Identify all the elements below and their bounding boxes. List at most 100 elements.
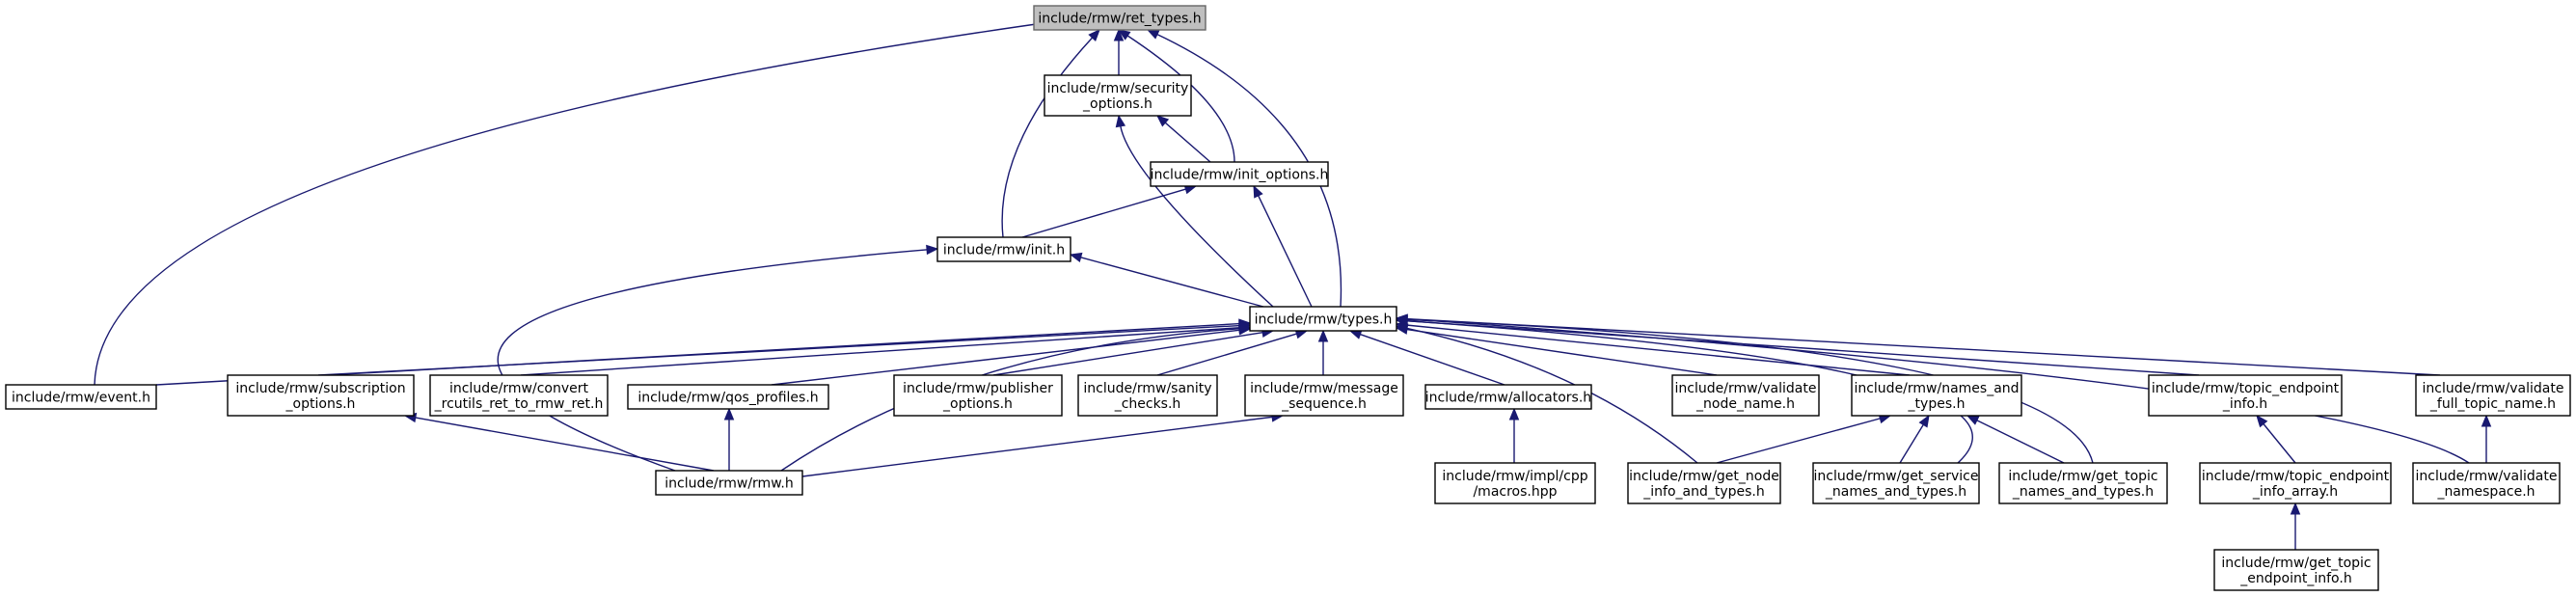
- edge-impl_cpp_macros-to-allocators: [1508, 407, 1520, 463]
- node-box: [1077, 374, 1218, 417]
- edge-line: [1975, 419, 2065, 464]
- edge-line: [780, 327, 1241, 472]
- node-label: include/rmw/qos_profiles.h: [637, 391, 818, 406]
- edge-line: [520, 326, 1241, 376]
- edge-arrowhead: [1317, 329, 1329, 342]
- node-sanity-checks[interactable]: include/rmw/sanity_checks.h: [1077, 374, 1218, 417]
- node-label: include/rmw/get_topic: [2008, 469, 2157, 484]
- node-box: [1851, 374, 2022, 417]
- node-box: [936, 236, 1071, 262]
- node-publisher-options[interactable]: include/rmw/publisher_options.h: [893, 374, 1063, 417]
- node-label: include/rmw/validate: [1675, 381, 1817, 396]
- edge-line: [801, 416, 1274, 477]
- node-label: _info.h: [2222, 396, 2267, 412]
- node-label: include/rmw/init_options.h: [1151, 168, 1329, 183]
- node-get-node-info-and-types[interactable]: include/rmw/get_node_info_and_types.h: [1627, 462, 1781, 504]
- node-label: include/rmw/convert: [449, 381, 589, 396]
- edge-sanity_checks-to-types: [1156, 329, 1309, 376]
- edge-line: [771, 329, 1241, 386]
- edge-init-to-init_options: [1021, 184, 1198, 238]
- edge-line: [497, 249, 929, 472]
- node-label: _namespace.h: [2436, 484, 2535, 500]
- node-subscription-options[interactable]: include/rmw/subscription_options.h: [227, 374, 415, 417]
- node-event[interactable]: include/rmw/event.h: [5, 384, 157, 410]
- edge-arrowhead: [2290, 502, 2301, 515]
- node-label: include/rmw/event.h: [12, 391, 150, 406]
- node-topic-endpoint-info[interactable]: include/rmw/topic_endpoint_info.h: [2148, 374, 2343, 417]
- node-validate-namespace[interactable]: include/rmw/validate_namespace.h: [2412, 462, 2561, 504]
- node-label: _checks.h: [1114, 396, 1181, 412]
- edge-line: [1001, 36, 1094, 238]
- edge-arrowhead: [2256, 414, 2268, 428]
- edge-init-to-ret_types: [1001, 29, 1100, 238]
- edge-validate_full_topic_name-to-types: [1395, 313, 2441, 376]
- node-box: [1044, 74, 1192, 117]
- node-label: include/rmw/message: [1250, 381, 1398, 396]
- node-box: [5, 384, 157, 410]
- node-box: [2148, 374, 2343, 417]
- node-box: [1033, 5, 1207, 31]
- edge-rmw-to-qos_profiles: [723, 407, 735, 471]
- node-impl-cpp-macros[interactable]: include/rmw/impl/cpp/macros.hpp: [1434, 462, 1596, 504]
- node-label: _types.h: [1908, 396, 1966, 412]
- node-types[interactable]: include/rmw/types.h: [1249, 306, 1397, 332]
- edge-arrowhead: [1253, 184, 1263, 199]
- node-box: [627, 384, 829, 410]
- edge-line: [1119, 124, 1274, 308]
- edge-line: [1125, 34, 1235, 163]
- edge-line: [1021, 188, 1187, 238]
- edge-arrowhead: [1088, 29, 1100, 42]
- node-label: include/rmw/get_topic: [2221, 556, 2371, 571]
- edge-types-to-init: [1069, 252, 1264, 308]
- edge-arrowhead: [1113, 28, 1125, 41]
- node-convert-rcutils[interactable]: include/rmw/convert_rcutils_ret_to_rmw_r…: [429, 374, 609, 417]
- node-topic-endpoint-info-array[interactable]: include/rmw/topic_endpoint_info_array.h: [2199, 462, 2392, 504]
- node-get-topic-names-and-types[interactable]: include/rmw/get_topic_names_and_types.h: [1998, 462, 2168, 504]
- node-box: [1998, 462, 2168, 504]
- edge-line: [1716, 417, 1882, 464]
- edge-names_and_types-to-types: [1395, 319, 1911, 376]
- edge-validate_namespace-to-validate_full_topic_name: [2481, 414, 2492, 463]
- node-box: [1150, 161, 1329, 187]
- edge-line: [1156, 333, 1298, 376]
- edge-arrowhead: [1069, 252, 1083, 263]
- edge-get_topic_endpoint_info-to-topic_endpoint_info_array: [2290, 502, 2301, 550]
- edge-arrowhead: [1156, 115, 1170, 127]
- node-label: include/rmw/security: [1047, 81, 1189, 96]
- node-rmw[interactable]: include/rmw/rmw.h: [655, 470, 803, 496]
- node-label: include/rmw/topic_endpoint: [2202, 469, 2390, 484]
- edge-line: [1405, 318, 2094, 464]
- edge-line: [1155, 33, 1342, 308]
- node-box: [1812, 462, 1980, 504]
- node-box: [2412, 462, 2561, 504]
- graph-nodes: include/rmw/ret_types.h include/rmw/secur…: [5, 5, 2571, 591]
- edge-line: [1405, 324, 1911, 376]
- edge-line: [2262, 422, 2296, 464]
- node-label: include/rmw/validate: [2423, 381, 2564, 396]
- node-get-topic-endpoint-info[interactable]: include/rmw/get_topic_endpoint_info.h: [2213, 549, 2379, 591]
- node-ret-types: include/rmw/ret_types.h: [1033, 5, 1207, 31]
- node-validate-node-name[interactable]: include/rmw/validate_node_name.h: [1671, 374, 1820, 417]
- node-label: _names_and_types.h: [1825, 484, 1966, 500]
- edge-init_options-to-ret_types: [1117, 29, 1235, 163]
- node-get-service-names-and-types[interactable]: include/rmw/get_service_names_and_types.…: [1812, 462, 1980, 504]
- node-message-sequence[interactable]: include/rmw/message_sequence.h: [1244, 374, 1404, 417]
- edge-line: [1405, 317, 2441, 376]
- node-qos-profiles[interactable]: include/rmw/qos_profiles.h: [627, 384, 829, 410]
- node-box: [893, 374, 1063, 417]
- edge-arrowhead: [1966, 415, 1980, 425]
- edge-line: [1164, 122, 1211, 163]
- node-box: [1244, 374, 1404, 417]
- node-names-and-types[interactable]: include/rmw/names_and_types.h: [1851, 374, 2022, 417]
- node-allocators[interactable]: include/rmw/allocators.h: [1424, 384, 1592, 410]
- node-label: include/rmw/subscription: [235, 381, 405, 396]
- node-box: [1424, 384, 1592, 410]
- node-label: include/rmw/get_node: [1629, 469, 1779, 484]
- node-init-options[interactable]: include/rmw/init_options.h: [1150, 161, 1329, 187]
- edge-validate_namespace-to-types: [1395, 313, 2470, 464]
- edge-event-to-ret_types: [94, 15, 1072, 386]
- node-init[interactable]: include/rmw/init.h: [936, 236, 1071, 262]
- node-security-options[interactable]: include/rmw/security_options.h: [1044, 74, 1192, 117]
- node-validate-full-topic-name[interactable]: include/rmw/validate_full_topic_name.h: [2415, 374, 2571, 417]
- node-label: include/rmw/publisher: [903, 381, 1053, 396]
